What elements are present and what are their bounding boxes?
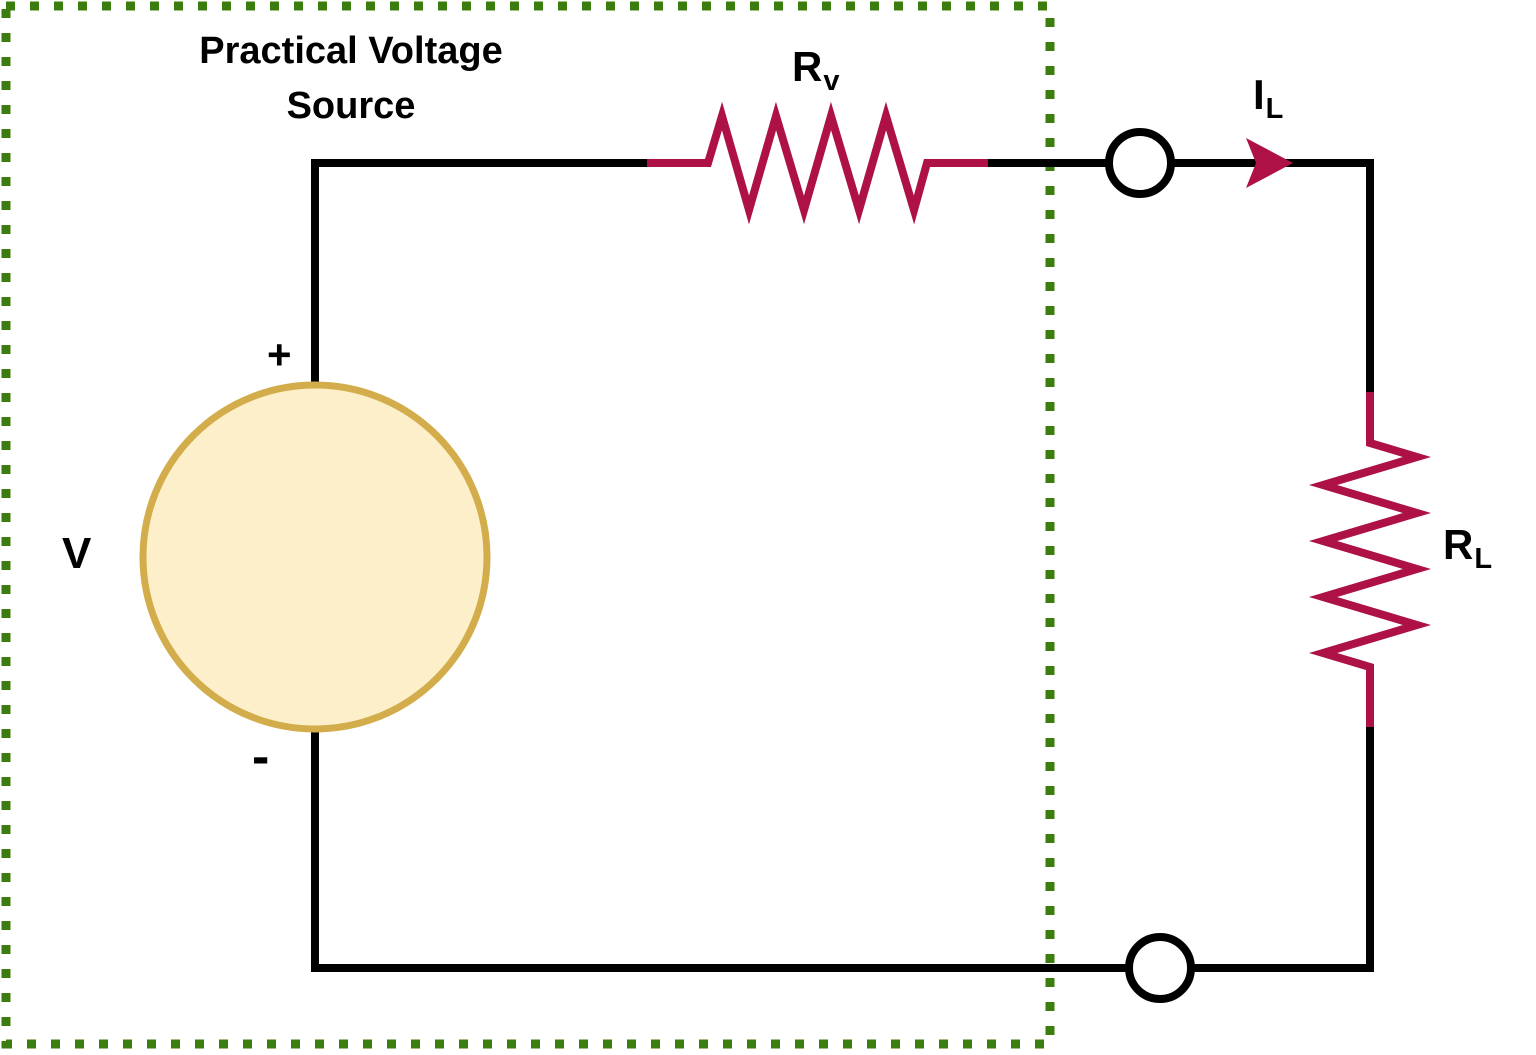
- wire-bottom-right: [1192, 727, 1374, 972]
- load-resistor-zigzag: [1308, 392, 1432, 727]
- current-arrow-icon: [1246, 138, 1293, 188]
- wire-top-left: [311, 159, 647, 385]
- load-resistor-label-main: R: [1443, 521, 1474, 568]
- load-resistor-label-sub: L: [1474, 543, 1493, 575]
- load-current-label-sub: L: [1265, 93, 1284, 125]
- wire-top-right: [1171, 159, 1374, 392]
- source-voltage-label: V: [62, 529, 92, 578]
- load-current-label: IL: [1253, 71, 1283, 124]
- diagram-title: Practical Voltage Source: [199, 30, 503, 128]
- source-boundary-dotted-box: [1, 1, 1055, 1049]
- voltage-source-circle: [139, 381, 491, 733]
- positive-terminal-sign: +: [267, 331, 292, 378]
- terminal-top-circle: [1105, 128, 1175, 198]
- negative-terminal-sign: -: [252, 728, 270, 786]
- internal-resistor-label-sub: v: [823, 65, 840, 97]
- internal-resistor-zigzag: [647, 101, 988, 225]
- internal-resistor-label-main: R: [792, 43, 823, 90]
- wire-bottom-left: [311, 729, 1129, 972]
- internal-resistor-label: Rv: [792, 43, 839, 96]
- terminal-bottom-circle: [1125, 933, 1195, 1003]
- load-current-label-main: I: [1253, 71, 1265, 118]
- load-resistor-label: RL: [1443, 521, 1492, 574]
